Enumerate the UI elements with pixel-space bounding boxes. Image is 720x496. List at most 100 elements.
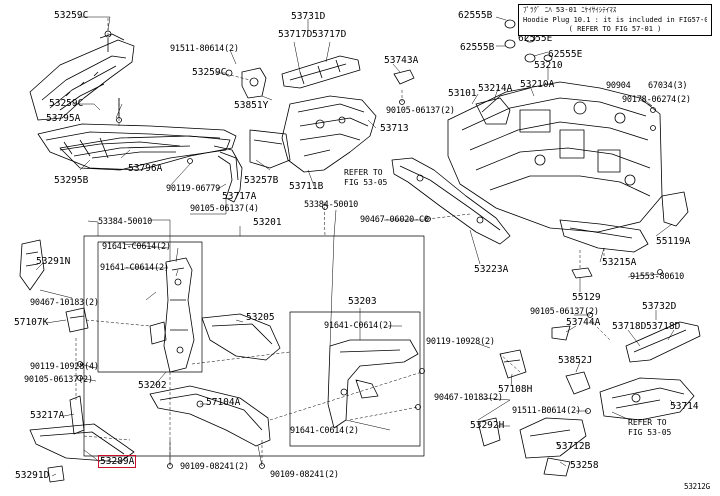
label-53714[interactable]: 53714 xyxy=(670,401,699,412)
label-62555E-a[interactable]: 62555E xyxy=(518,33,553,44)
refer-to-note-lower[interactable]: REFER TO FIG 53-05 xyxy=(628,418,671,437)
label-90105-06137-2c[interactable]: 90105-06137(2) xyxy=(530,307,599,317)
hood-lock-support-53217A xyxy=(69,395,85,435)
label-91641-C0614-b[interactable]: 91641-C0614(2) xyxy=(100,263,169,273)
support-cover-53289A xyxy=(29,423,135,463)
label-53289A-highlighted[interactable]: 53289A xyxy=(98,455,137,468)
label-90109-08241-b[interactable]: 90109-08241(2) xyxy=(270,470,339,480)
label-53795A[interactable]: 53795A xyxy=(46,113,81,124)
label-90105-06137-4[interactable]: 90105-06137(4) xyxy=(190,204,259,214)
label-53717A[interactable]: 53717A xyxy=(222,191,257,202)
label-53717D-b[interactable]: 53717D xyxy=(312,29,347,40)
label-53711B[interactable]: 53711B xyxy=(289,181,324,192)
label-91641-C0614-a[interactable]: 91641-C0614(2) xyxy=(102,242,171,252)
label-90105-06137-a[interactable]: 90105-06137(2) xyxy=(386,106,455,116)
label-53718D-a[interactable]: 53718D xyxy=(612,321,647,332)
label-90119-06779[interactable]: 90119-06779 xyxy=(166,184,221,194)
note-line-2: Hoodie Plug 10.1 : it is included in FIG… xyxy=(523,15,707,24)
bracket-53291D xyxy=(47,465,65,483)
support-side-53202 xyxy=(149,257,195,373)
label-53259C-mid[interactable]: 53259C xyxy=(49,98,84,109)
label-67034[interactable]: 67034(3) xyxy=(648,81,688,91)
cowl-cover-53796A xyxy=(59,135,231,171)
bracket-53743A xyxy=(393,69,415,85)
dash-insulator-53214A xyxy=(475,97,511,125)
upper-member-53732D xyxy=(625,321,701,363)
bracket-55119A xyxy=(661,191,689,227)
label-53259C-top[interactable]: 53259C xyxy=(54,10,89,21)
label-53201[interactable]: 53201 xyxy=(253,217,282,228)
label-53258[interactable]: 53258 xyxy=(570,460,599,471)
label-53295B[interactable]: 53295B xyxy=(54,175,89,186)
label-55119A[interactable]: 55119A xyxy=(656,236,691,247)
label-53292H[interactable]: 53292H xyxy=(470,420,505,431)
label-57104A[interactable]: 57104A xyxy=(206,397,241,408)
label-91641-C0614-c[interactable]: 91641-C0614(2) xyxy=(324,321,393,331)
label-53384-50010-b[interactable]: 53384-50010 xyxy=(304,200,359,210)
label-90178-06274[interactable]: 90178-06274(2) xyxy=(622,95,691,105)
cowl-top-panel-53795A xyxy=(29,33,135,121)
label-90105-06137-2b[interactable]: 90105-06137(2) xyxy=(24,375,93,385)
plug-note-box: ﾌﾟﾗｸﾞ ﾆﾊ 53-01 ﾆｹｲｻｲｼﾃｲﾏｽ Hoodie Plug 10… xyxy=(518,4,712,36)
label-91511-B0614[interactable]: 91511-B0614(2) xyxy=(512,406,581,416)
label-62555B[interactable]: 62555B xyxy=(458,10,493,21)
bracket-53744A xyxy=(551,325,571,341)
label-90119-10928-2[interactable]: 90119-10928(2) xyxy=(426,337,495,347)
label-53796A[interactable]: 53796A xyxy=(128,163,163,174)
label-53101[interactable]: 53101 xyxy=(448,88,477,99)
label-53852J[interactable]: 53852J xyxy=(558,355,593,366)
note-line-3: ( REFER TO FIG 57-01 ) xyxy=(568,25,662,33)
label-90904[interactable]: 90904 xyxy=(606,81,631,91)
label-53223A[interactable]: 53223A xyxy=(474,264,509,275)
bracket-57108H xyxy=(499,349,527,379)
diagram-code: 53212G xyxy=(684,482,710,491)
note-line-1: ﾌﾟﾗｸﾞ ﾆﾊ 53-01 ﾆｹｲｻｲｼﾃｲﾏｽ xyxy=(523,6,617,14)
radiator-support-box-53201 xyxy=(83,235,425,457)
label-90467-06020[interactable]: 90467-06020-C0 xyxy=(360,215,429,225)
label-53291D[interactable]: 53291D xyxy=(15,470,50,481)
lower-tie-bar-57104A xyxy=(149,385,271,447)
label-53717D-a[interactable]: 53717D xyxy=(278,29,313,40)
refer-to-note-upper[interactable]: REFER TO FIG 53-05 xyxy=(344,168,387,187)
label-62555B-b[interactable]: 62555B xyxy=(460,42,495,53)
label-53257B[interactable]: 53257B xyxy=(244,175,279,186)
label-91553-80610[interactable]: 91553-80610 xyxy=(630,272,685,282)
label-53712B[interactable]: 53712B xyxy=(556,441,591,452)
label-53743A[interactable]: 53743A xyxy=(384,55,419,66)
label-53291N[interactable]: 53291N xyxy=(36,256,71,267)
bracket-53292H xyxy=(477,417,501,447)
label-53731D[interactable]: 53731D xyxy=(291,11,326,22)
label-53215A[interactable]: 53215A xyxy=(602,257,637,268)
label-53259C-2[interactable]: 53259C xyxy=(192,67,227,78)
label-57108H[interactable]: 57108H xyxy=(498,384,533,395)
label-53851Y[interactable]: 53851Y xyxy=(234,100,269,111)
label-90109-08241-a[interactable]: 90109-08241(2) xyxy=(180,462,249,472)
label-55129[interactable]: 55129 xyxy=(572,292,601,303)
label-53203[interactable]: 53203 xyxy=(348,296,377,307)
apron-53714 xyxy=(599,377,695,421)
label-90467-10183-2b[interactable]: 90467-10183(2) xyxy=(434,393,503,403)
label-53713[interactable]: 53713 xyxy=(380,123,409,134)
seal-53717A xyxy=(213,145,243,203)
label-53217A[interactable]: 53217A xyxy=(30,410,65,421)
label-91641-C0614-d[interactable]: 91641-C0614(2) xyxy=(290,426,359,436)
label-53210A[interactable]: 53210A xyxy=(520,79,555,90)
label-53384-50010-a[interactable]: 53384-50010 xyxy=(98,217,153,227)
refer-to-line: REFER TO xyxy=(628,418,667,427)
label-53214A[interactable]: 53214A xyxy=(478,83,513,94)
label-53732D[interactable]: 53732D xyxy=(642,301,677,312)
label-91511-80614[interactable]: 91511-80614(2) xyxy=(170,44,239,54)
label-57107K[interactable]: 57107K xyxy=(14,317,49,328)
bracket-53851Y xyxy=(241,67,267,99)
label-90119-10928-4[interactable]: 90119-10928(4) xyxy=(30,362,99,372)
label-53205[interactable]: 53205 xyxy=(246,312,275,323)
label-62555E-b[interactable]: 62555E xyxy=(548,49,583,60)
label-53744A[interactable]: 53744A xyxy=(566,317,601,328)
label-53718D-b[interactable]: 53718D xyxy=(646,321,681,332)
label-53202[interactable]: 53202 xyxy=(138,380,167,391)
dash-crossmember-53215A xyxy=(559,219,649,253)
label-53210[interactable]: 53210 xyxy=(534,60,563,71)
label-90467-10183-2[interactable]: 90467-10183(2) xyxy=(30,298,99,308)
